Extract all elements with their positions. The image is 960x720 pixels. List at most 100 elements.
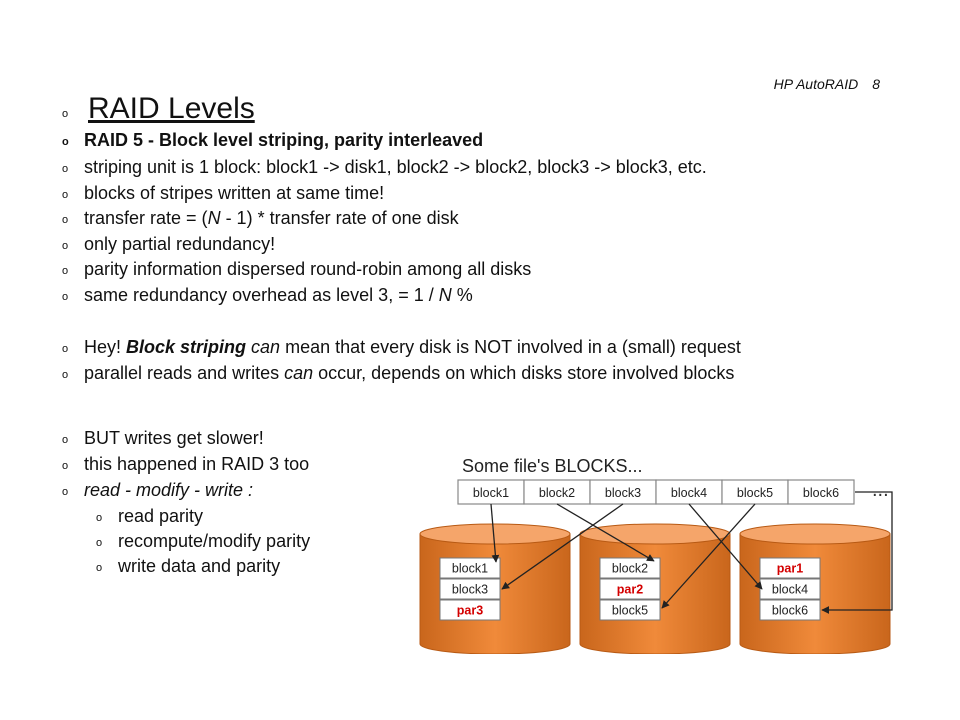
disk-block-label: block2 <box>612 562 648 576</box>
disk-row-box <box>599 578 661 600</box>
header-title: HP AutoRAID <box>773 76 859 92</box>
bullet-marker: o <box>96 512 103 524</box>
file-block-label: block5 <box>737 486 773 500</box>
bullet-marker: o <box>62 163 69 175</box>
file-block-label: block3 <box>605 486 641 500</box>
bullet-marker: o <box>62 265 69 277</box>
arrow-block5 <box>661 503 756 609</box>
bullet-hey: o Hey! Block striping can mean that every… <box>62 336 741 360</box>
file-blocks-strip: block1 block2 block3 block4 block5 block6 <box>457 479 855 505</box>
bullet-text-post: occur, depends on which disks store invo… <box>313 363 735 383</box>
mapping-arrows <box>490 491 893 614</box>
slide-header: HP AutoRAID 8 <box>760 76 880 92</box>
bullet-striping-unit: o striping unit is 1 block: block1 -> dis… <box>62 156 707 180</box>
bullet-marker: o <box>62 343 69 355</box>
disk-row-box <box>599 599 661 621</box>
bullet-writes-slower: o BUT writes get slower! <box>62 427 264 451</box>
arrow-block6 <box>821 491 893 614</box>
arrow-block3 <box>501 503 624 590</box>
bullet-raid3-too: o this happened in RAID 3 too <box>62 453 309 477</box>
bullet-marker: o <box>62 291 69 303</box>
bullet-rmw: o read - modify - write : <box>62 479 253 503</box>
raid5-diagram: Some file's BLOCKS... block1 block2 block3… <box>419 456 893 654</box>
disk-row-box <box>599 557 661 579</box>
bullet-text: RAID 5 - Block level striping, parity in… <box>84 130 484 150</box>
disk-block-label: block1 <box>452 562 488 576</box>
bullet-marker: o <box>96 562 103 574</box>
bullet-redundancy-overhead: o same redundancy overhead as level 3, = … <box>62 284 473 308</box>
bullet-raid5: o RAID 5 - Block level striping, parity i… <box>62 129 483 153</box>
slide-title-text: RAID Levels <box>88 92 255 125</box>
bullet-parallel: o parallel reads and writes can occur, de… <box>62 362 734 386</box>
bullet-text: recompute/modify parity <box>118 531 311 551</box>
disk-block-label: block6 <box>772 604 808 618</box>
disk-top <box>739 523 891 545</box>
disk-row-box <box>439 599 501 621</box>
bullet-marker: o <box>62 369 69 381</box>
page-number: 8 <box>872 76 880 92</box>
disks-group: block1 block3 par3 block2 par2 block5 par1 bloc… <box>419 523 891 654</box>
disk-block-label: block3 <box>452 583 488 597</box>
bullet-blocks-written: o blocks of stripes written at same time! <box>62 182 384 206</box>
disk-row-box <box>759 599 821 621</box>
subbullet-read-parity: o read parity <box>96 505 203 529</box>
bullet-marker: o <box>62 460 69 472</box>
slide-title: o RAID Levels <box>62 92 255 131</box>
diagram-ellipsis: ... <box>872 479 889 501</box>
bullet-text-post: % <box>451 285 473 305</box>
bullet-marker: o <box>96 537 103 549</box>
parity-block-label: par3 <box>457 604 483 618</box>
bullet-partial-redundancy: o only partial redundancy! <box>62 233 275 257</box>
bullet-text: read parity <box>118 506 204 526</box>
bullet-text: this happened in RAID 3 too <box>84 454 310 474</box>
bullet-text-pre: parallel reads and writes <box>84 363 285 383</box>
bullet-marker: o <box>62 486 69 498</box>
file-block-label: block2 <box>539 486 575 500</box>
bullet-marker: o <box>62 108 69 120</box>
disk-row-box <box>759 557 821 579</box>
arrow-block1 <box>490 503 500 563</box>
bullet-text: blocks of stripes written at same time! <box>84 183 385 203</box>
bullet-text-n: N <box>438 285 452 305</box>
bullet-text-pre: same redundancy overhead as level 3, = 1… <box>84 285 439 305</box>
bullet-text-post: mean that every disk is NOT involved in … <box>280 337 741 357</box>
diagram-title: Some file's BLOCKS... <box>462 456 643 476</box>
arrow-block4 <box>688 503 763 590</box>
bullet-text-post: - 1) * transfer rate of one disk <box>220 208 459 228</box>
bullet-marker: o <box>62 214 69 226</box>
bullet-text: BUT writes get slower! <box>84 428 264 448</box>
bullet-text-can: can <box>251 337 281 357</box>
arrow-block2 <box>556 503 655 562</box>
bullet-text-pre: transfer rate = ( <box>84 208 208 228</box>
disk-row-box <box>439 557 501 579</box>
bullet-transfer-rate: o transfer rate = (N - 1) * transfer rate… <box>62 207 459 231</box>
bullet-text: parity information dispersed round-robin… <box>84 259 532 279</box>
bullet-text-can: can <box>284 363 314 383</box>
bullet-text: striping unit is 1 block: block1 -> disk… <box>84 157 707 177</box>
subbullet-recompute-parity: o recompute/modify parity <box>96 530 310 554</box>
bullet-text: write data and parity <box>118 556 281 576</box>
file-block-box <box>457 479 525 505</box>
bullet-marker: o <box>62 136 69 148</box>
bullet-parity-dispersed: o parity information dispersed round-robi… <box>62 258 531 282</box>
subbullet-write-data: o write data and parity <box>96 555 280 579</box>
file-block-label: block1 <box>473 486 509 500</box>
parity-block-label: par2 <box>617 583 643 597</box>
bullet-marker: o <box>62 240 69 252</box>
bullet-marker: o <box>62 189 69 201</box>
bullet-text-pre: Hey! <box>84 337 127 357</box>
disk-row-box <box>439 578 501 600</box>
file-block-box <box>787 479 855 505</box>
parity-block-label: par1 <box>777 562 803 576</box>
disk-top <box>579 523 731 545</box>
bullet-marker: o <box>62 434 69 446</box>
file-block-label: block4 <box>671 486 707 500</box>
disk-block-label: block5 <box>612 604 648 618</box>
bullet-text: read - modify - write : <box>84 480 254 500</box>
bullet-text: only partial redundancy! <box>84 234 276 254</box>
bullet-text-n: N <box>207 208 221 228</box>
bullet-text-strong: Block striping <box>126 337 247 357</box>
disk-top <box>419 523 571 545</box>
disk-block-label: block4 <box>772 583 808 597</box>
file-block-label: block6 <box>803 486 839 500</box>
